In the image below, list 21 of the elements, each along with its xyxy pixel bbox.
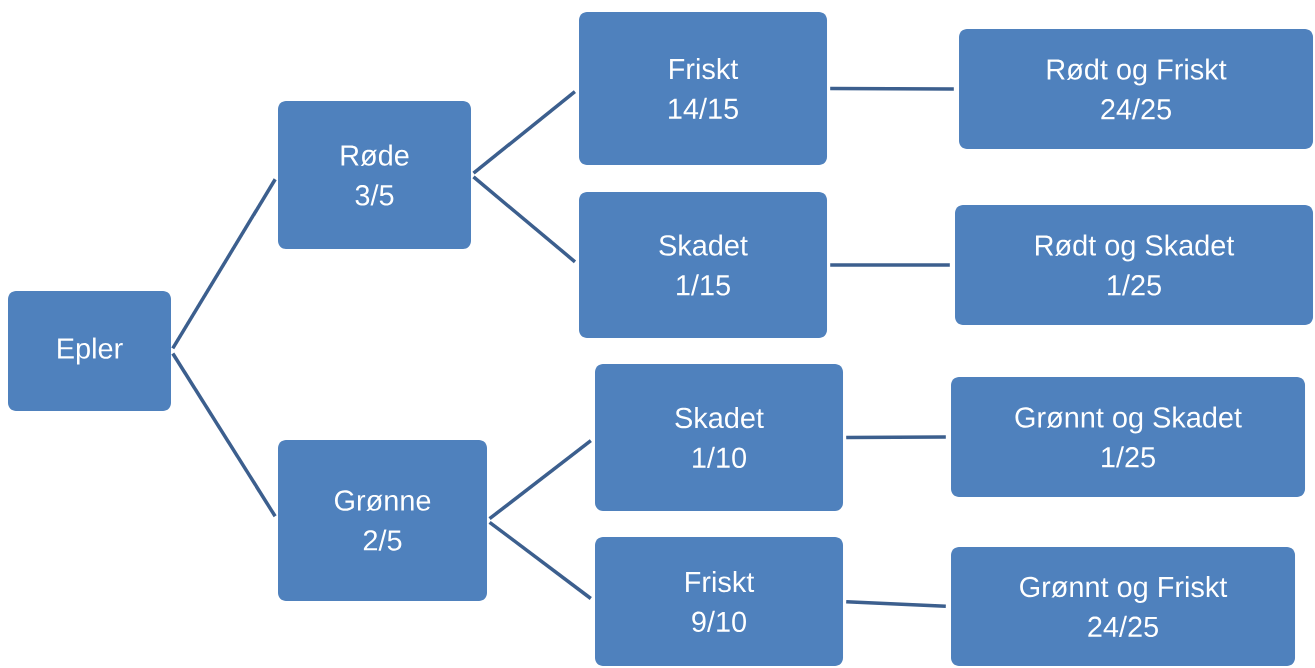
branch-line <box>830 263 950 267</box>
branch-line <box>830 86 954 91</box>
branch-line <box>472 90 576 175</box>
tree-node-box: Rødt og Skadet 1/25 <box>955 205 1313 325</box>
tree-node-box: Skadet 1/15 <box>579 192 827 338</box>
tree-node-box: Grønnt og Friskt 24/25 <box>951 547 1295 666</box>
tree-node-box: Skadet 1/10 <box>595 364 843 511</box>
branch-line <box>171 178 277 350</box>
branch-line <box>846 435 946 440</box>
tree-node-box: Friskt 14/15 <box>579 12 827 165</box>
tree-node-box: Grønne 2/5 <box>278 440 487 601</box>
tree-node-box: Røde 3/5 <box>278 101 471 249</box>
branch-line <box>488 439 592 521</box>
branch-line <box>171 352 277 518</box>
tree-node-box: Rødt og Friskt 24/25 <box>959 29 1313 149</box>
branch-line <box>488 520 592 600</box>
tree-node-box: Grønnt og Skadet 1/25 <box>951 377 1305 497</box>
branch-line <box>846 599 946 608</box>
tree-node-box: Friskt 9/10 <box>595 537 843 666</box>
tree-node-box: Epler <box>8 291 171 411</box>
branch-line <box>472 175 577 264</box>
